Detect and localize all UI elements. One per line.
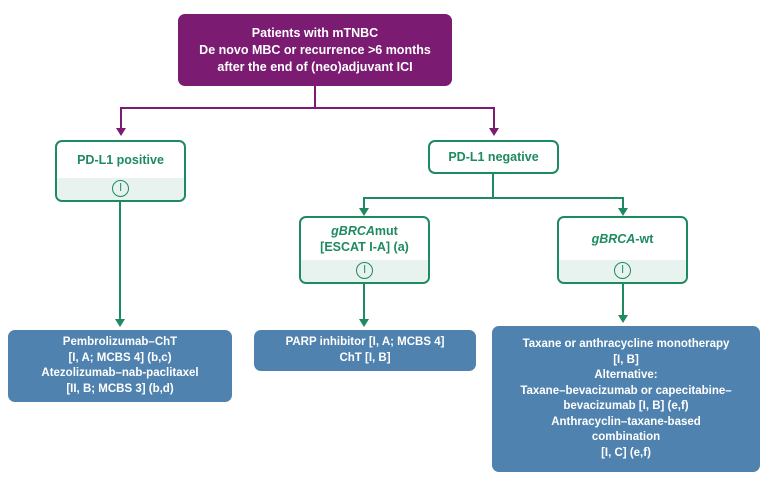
treatment-pdl1-positive-line-2: [I, A; MCBS 4] (b,c) [68,351,172,364]
treatment-gbrca-wt-line-7: combination [591,431,661,443]
gbrca-mut-label: gBRCAmut [331,223,398,239]
connector-root-stem [314,86,316,108]
connector-pdl1pos-to-treatment [119,202,121,320]
info-icon[interactable] [614,262,631,279]
connector-gbrcamut-to-treatment [363,284,365,320]
gbrca-mut-gene: gBRCA [331,224,375,238]
connector-pdl1neg-bus [363,197,624,199]
treatment-gbrca-wt-line-4: Taxane–bevacizumab or capecitabine– [520,384,732,397]
treatment-gbrca-wt-line-8: [I, C] (e,f) [601,446,651,459]
pdl1-positive-label: PD-L1 positive [77,153,164,167]
treatment-pdl1-positive-line-3: Atezolizumab–nab-paclitaxel [41,367,199,379]
gbrca-wt-footer [559,260,686,282]
treatment-gbrca-mut-line-2: ChT [I, B] [339,351,391,364]
treatment-gbrca-mut-line-1: PARP inhibitor [I, A; MCBS 4] [285,336,445,348]
arrowhead-to-pdl1-positive [116,128,126,136]
connector-pdl1neg-right-drop [622,197,624,209]
pdl1-positive-footer [57,178,184,200]
arrowhead-to-gbrca-wt [618,208,628,216]
treatment-pdl1-positive-line-4: [II, B; MCBS 3] (b,d) [66,382,174,395]
decision-gbrca-wt[interactable]: gBRCA-wt [557,216,688,284]
gbrca-wt-suffix: -wt [635,232,654,246]
gbrca-wt-label: gBRCA-wt [592,231,654,247]
treatment-pdl1-positive-line-1: Pembrolizumab–ChT [62,336,178,348]
connector-pdl1neg-left-drop [363,197,365,209]
root-line-1: Patients with mTNBC [251,25,379,40]
treatment-pdl1-positive[interactable]: Pembrolizumab–ChT [I, A; MCBS 4] (b,c) A… [8,330,232,402]
treatment-gbrca-wt-line-5: bevacizumab [I, B] (e,f) [563,400,689,412]
gbrca-mut-footer [301,260,428,282]
gbrca-mut-suffix: mut [374,224,398,238]
connector-root-bus [120,107,495,109]
treatment-gbrca-wt[interactable]: Taxane or anthracycline monotherapy [I, … [492,326,760,472]
arrowhead-to-gbrca-wt-treatment [618,315,628,323]
decision-gbrca-mut[interactable]: gBRCAmut [ESCAT I-A] (a) [299,216,430,284]
info-icon[interactable] [112,180,129,197]
treatment-gbrca-wt-line-6: Anthracyclin–taxane-based [551,415,701,428]
treatment-gbrca-wt-line-3: Alternative: [594,369,658,381]
connector-gbrcawt-to-treatment [622,284,624,316]
treatment-gbrca-wt-line-2: [I, B] [613,353,639,366]
connector-pdl1neg-stem [492,174,494,198]
pdl1-negative-label: PD-L1 negative [448,150,539,164]
connector-root-right-drop [493,107,495,129]
gbrca-wt-gene: gBRCA [591,232,636,246]
decision-pdl1-negative[interactable]: PD-L1 negative [428,140,559,174]
info-icon[interactable] [356,262,373,279]
root-line-3: after the end of (neo)adjuvant ICI [217,59,413,74]
arrowhead-to-gbrca-mut-treatment [359,319,369,327]
arrowhead-to-pdl1-positive-treatment [115,319,125,327]
treatment-gbrca-mut[interactable]: PARP inhibitor [I, A; MCBS 4] ChT [I, B] [254,330,476,371]
treatment-gbrca-wt-line-1: Taxane or anthracycline monotherapy [522,338,730,350]
gbrca-mut-subline: [ESCAT I-A] (a) [320,240,409,254]
root-node-patients-mtnbc[interactable]: Patients with mTNBC De novo MBC or recur… [178,14,452,86]
arrowhead-to-pdl1-negative [489,128,499,136]
root-line-2: De novo MBC or recurrence >6 months [199,42,431,57]
connector-root-left-drop [120,107,122,129]
arrowhead-to-gbrca-mut [359,208,369,216]
decision-pdl1-positive[interactable]: PD-L1 positive [55,140,186,202]
